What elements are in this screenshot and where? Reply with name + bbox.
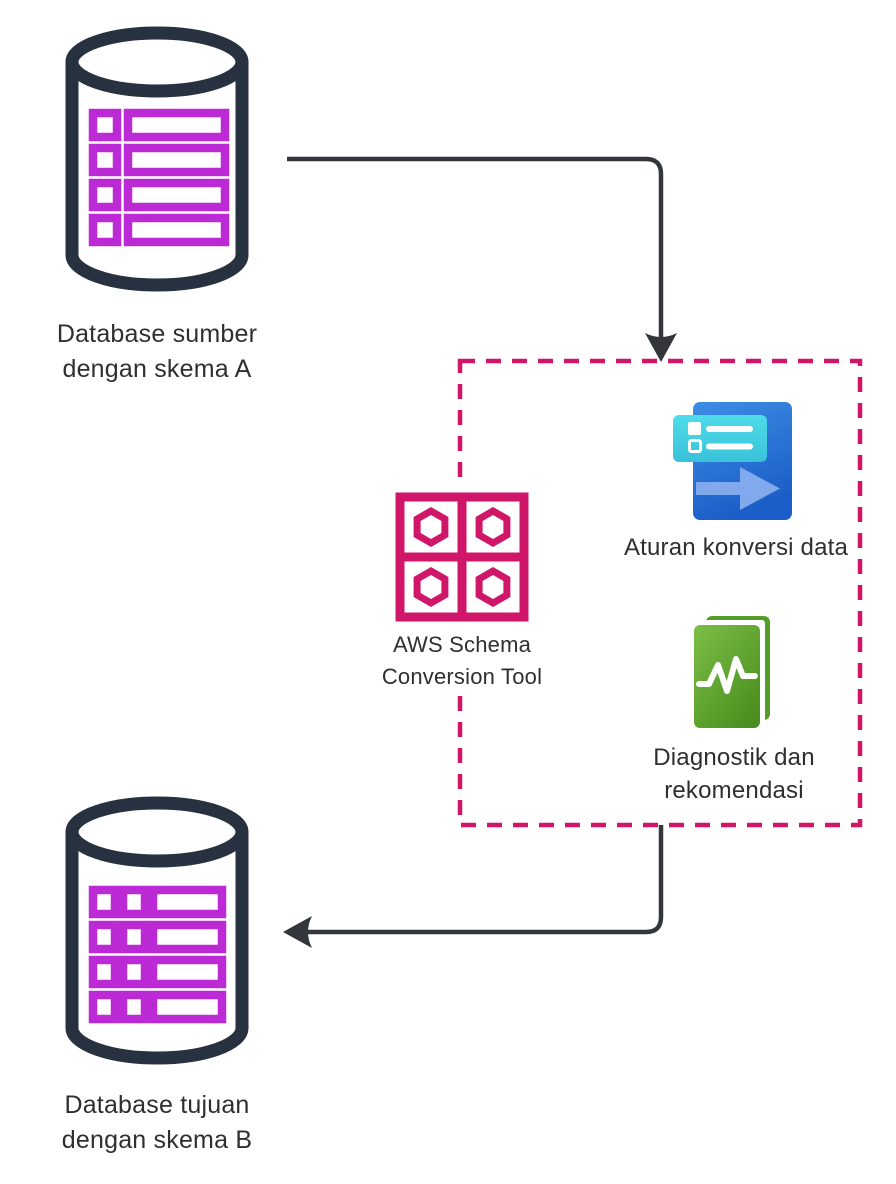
- target-database-icon: [65, 796, 249, 1065]
- schema-a-rows: [88, 108, 230, 247]
- schema-b-rows: [88, 885, 227, 1024]
- hexagon-glyphs: [413, 506, 511, 608]
- target-database-label-line2: dengan skema B: [61, 1126, 253, 1154]
- conversion-rules-icon: [673, 402, 792, 520]
- target-database-label-line1: Database tujuan: [64, 1091, 250, 1119]
- source-database-label-line2: dengan skema A: [62, 355, 252, 383]
- sct-label: AWS Schema Conversion Tool: [340, 629, 584, 693]
- arrow-sct-to-target: [283, 825, 664, 948]
- diagnostics-label-line2: rekomendasi: [664, 777, 804, 804]
- diagnostics-label: Diagnostik dan rekomendasi: [609, 741, 859, 807]
- sct-label-line1: AWS Schema: [392, 632, 532, 657]
- source-database-label: Database sumber dengan skema A: [17, 317, 297, 387]
- target-database-label: Database tujuan dengan skema B: [17, 1088, 297, 1158]
- schema-conversion-tool-icon: [392, 484, 532, 630]
- source-database-label-line1: Database sumber: [56, 320, 258, 348]
- diagnostics-label-line1: Diagnostik dan: [653, 744, 815, 771]
- source-database-icon: [65, 26, 249, 292]
- pulse-glyph: [696, 656, 758, 694]
- conversion-rules-label: Aturan konversi data: [623, 534, 849, 561]
- diagnostics-book-icon: [694, 616, 770, 728]
- arrow-source-to-sct: [287, 156, 677, 362]
- sct-label-line2: Conversion Tool: [381, 664, 543, 689]
- right-arrow-glyph: [696, 467, 780, 510]
